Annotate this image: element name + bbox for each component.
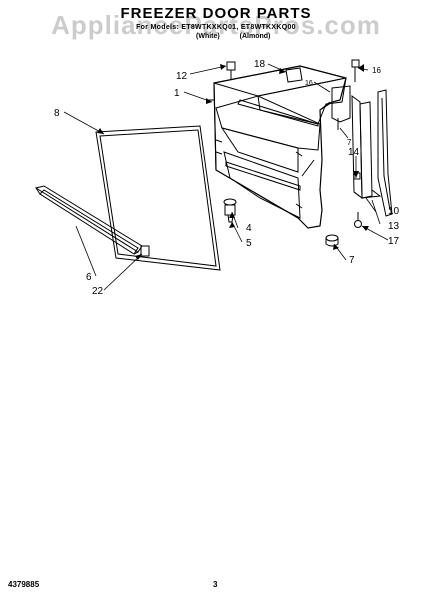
variant-almond: (Almond) [239,33,271,40]
page-number: 3 [213,580,218,589]
trim-strip [34,185,150,257]
callout-8: 8 [54,108,60,119]
hinge-bushing [325,234,339,247]
label-plate [285,67,303,83]
handle [377,89,393,217]
door-stop [223,198,237,223]
callout-10: 10 [388,206,400,217]
callout-12: 13 [388,221,400,232]
callout-13: 14 [348,147,360,158]
screws [226,59,362,228]
callout-14: 16 [305,80,313,87]
hinge-plate [331,85,351,130]
callout-5: 5 [246,238,252,249]
callout-7-upper: 7 [347,138,352,147]
model-numbers: For Models: ET8WTKXKQ01, ET8WTKXKQ00 [136,24,296,31]
door-gasket [95,125,221,271]
leader-lines [63,63,389,291]
page-title: FREEZER DOOR PARTS [120,5,312,22]
callout-4: 4 [246,223,252,234]
callout-17: 6 [86,272,92,283]
callout-1: 1 [174,88,180,99]
color-variants: (White) (Almond) [196,33,288,40]
callout-7-lower: 7 [349,255,355,266]
callout-6: 12 [176,71,188,82]
callout-22: 22 [92,286,104,297]
document-part-number: 4379885 [8,580,40,589]
callout-18: 18 [254,59,266,70]
freezer-door-assembly [208,65,347,229]
callout-16-top: 16 [372,66,381,75]
callout-16-bottom: 17 [388,236,400,247]
variant-white: (White) [196,33,220,40]
arrow-heads [97,64,369,260]
callout-numbers: 12 1 18 16 16 8 7 14 10 13 17 4 5 7 6 22 [54,59,400,297]
